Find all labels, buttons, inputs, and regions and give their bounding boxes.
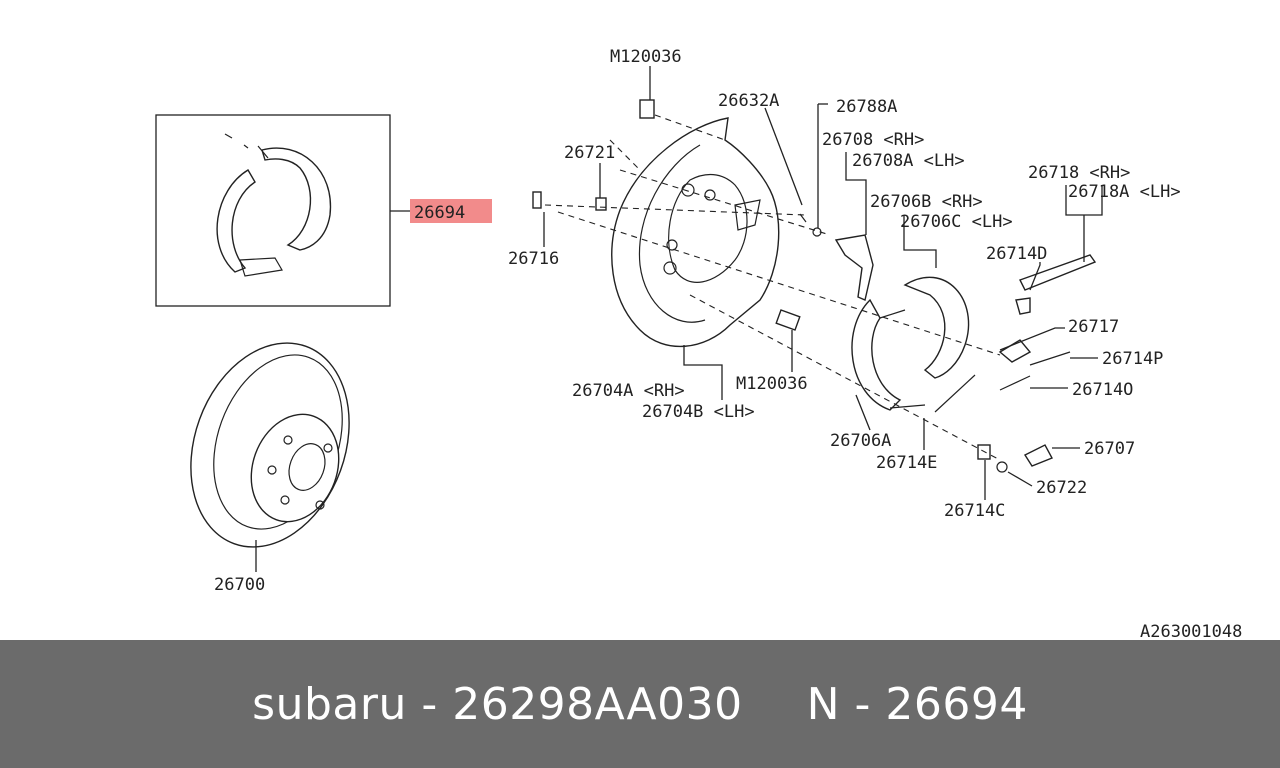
label-m120036-mid: M120036 [736, 374, 808, 394]
footer-banner: subaru - 26298AA030 N - 26694 [0, 640, 1280, 768]
label-26704b: 26704B <LH> [642, 402, 755, 422]
label-26722: 26722 [1036, 478, 1087, 498]
label-26708: 26708 <RH> [822, 130, 924, 150]
label-26706b: 26706B <RH> [870, 192, 983, 212]
label-26704a: 26704A <RH> [572, 381, 685, 401]
brake-disc-drawing [190, 342, 350, 548]
label-26714p: 26714P [1102, 349, 1163, 369]
label-26714c: 26714C [944, 501, 1005, 521]
shoe-set-inset-box [155, 114, 391, 307]
brake-shoes-drawing [851, 276, 970, 411]
label-26708a: 26708A <LH> [852, 151, 965, 171]
highlight-26694 [410, 199, 492, 223]
label-26788a: 26788A [836, 97, 897, 117]
label-26717: 26717 [1068, 317, 1119, 337]
label-m120036-top: M120036 [610, 47, 682, 67]
brake-shoe-set-drawing [216, 133, 332, 277]
label-26714e: 26714E [876, 453, 937, 473]
small-parts-drawing [532, 99, 1097, 473]
parts-diagram: M120036 26632A 26788A 26708 <RH> 26708A … [155, 47, 1242, 640]
footer-diagram-code: N - 26694 [806, 678, 1028, 730]
backing-plate-drawing [611, 117, 780, 348]
label-26718a: 26718A <LH> [1068, 182, 1181, 202]
footer-brand-part-number: subaru - 26298AA030 [252, 678, 743, 730]
label-26700: 26700 [214, 575, 265, 595]
label-26694: 26694 [414, 203, 465, 223]
label-26706a: 26706A [830, 431, 891, 451]
reference-code: A263001048 [1140, 622, 1242, 640]
label-26718: 26718 <RH> [1028, 163, 1130, 183]
label-26714o: 26714O [1072, 380, 1133, 400]
label-26716: 26716 [508, 249, 559, 269]
label-26706c: 26706C <LH> [900, 212, 1013, 232]
label-26632a: 26632A [718, 91, 779, 111]
label-26721: 26721 [564, 143, 615, 163]
label-26714d: 26714D [986, 244, 1047, 264]
label-26707: 26707 [1084, 439, 1135, 459]
